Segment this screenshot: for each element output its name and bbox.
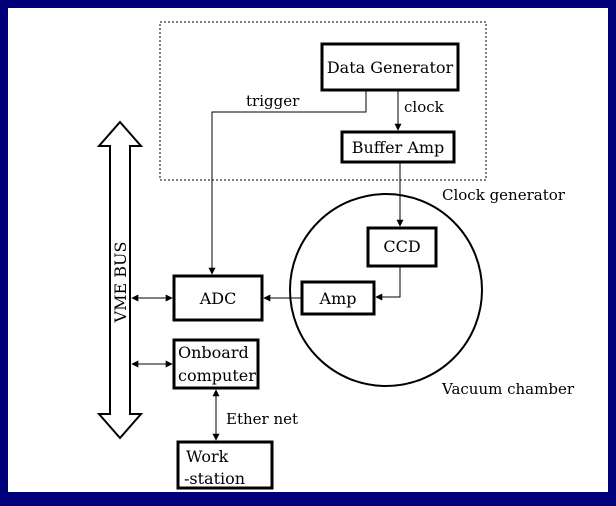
onboard-computer-block bbox=[172, 338, 260, 390]
ccd-block bbox=[366, 226, 438, 268]
data-generator-block bbox=[320, 42, 460, 92]
workstation-block bbox=[176, 440, 274, 490]
adc-block bbox=[172, 274, 264, 322]
workstation-label-line2: -station bbox=[184, 469, 245, 488]
clock-generator-label: Clock generator bbox=[442, 186, 566, 204]
vacuum-chamber-circle bbox=[289, 193, 483, 387]
data-generator-label: Data Generator bbox=[327, 58, 454, 77]
trigger-connector bbox=[208, 90, 367, 275]
amp-label: Amp bbox=[319, 289, 357, 308]
workstation-label-line1: Work bbox=[186, 447, 229, 466]
vacuum-chamber-label: Vacuum chamber bbox=[441, 380, 575, 398]
clock-generator-region bbox=[159, 21, 487, 181]
ccd-to-amp-connector bbox=[375, 266, 401, 301]
amp-block bbox=[300, 280, 376, 316]
ccd-label: CCD bbox=[383, 237, 420, 256]
onboard-computer-label-line2: computer bbox=[178, 366, 256, 385]
diagram-canvas bbox=[8, 8, 608, 492]
adc-label: ADC bbox=[199, 289, 237, 308]
vme-bus-label: VME BUS bbox=[111, 242, 130, 324]
onboard-computer-label-line1: Onboard bbox=[178, 343, 249, 362]
buffer-amp-block bbox=[340, 130, 456, 164]
buffer-amp-label: Buffer Amp bbox=[352, 138, 445, 157]
vme-bus-arrow bbox=[96, 120, 144, 440]
clock-label: clock bbox=[404, 98, 445, 116]
ethernet-label: Ether net bbox=[226, 410, 298, 428]
trigger-label: trigger bbox=[246, 92, 300, 110]
